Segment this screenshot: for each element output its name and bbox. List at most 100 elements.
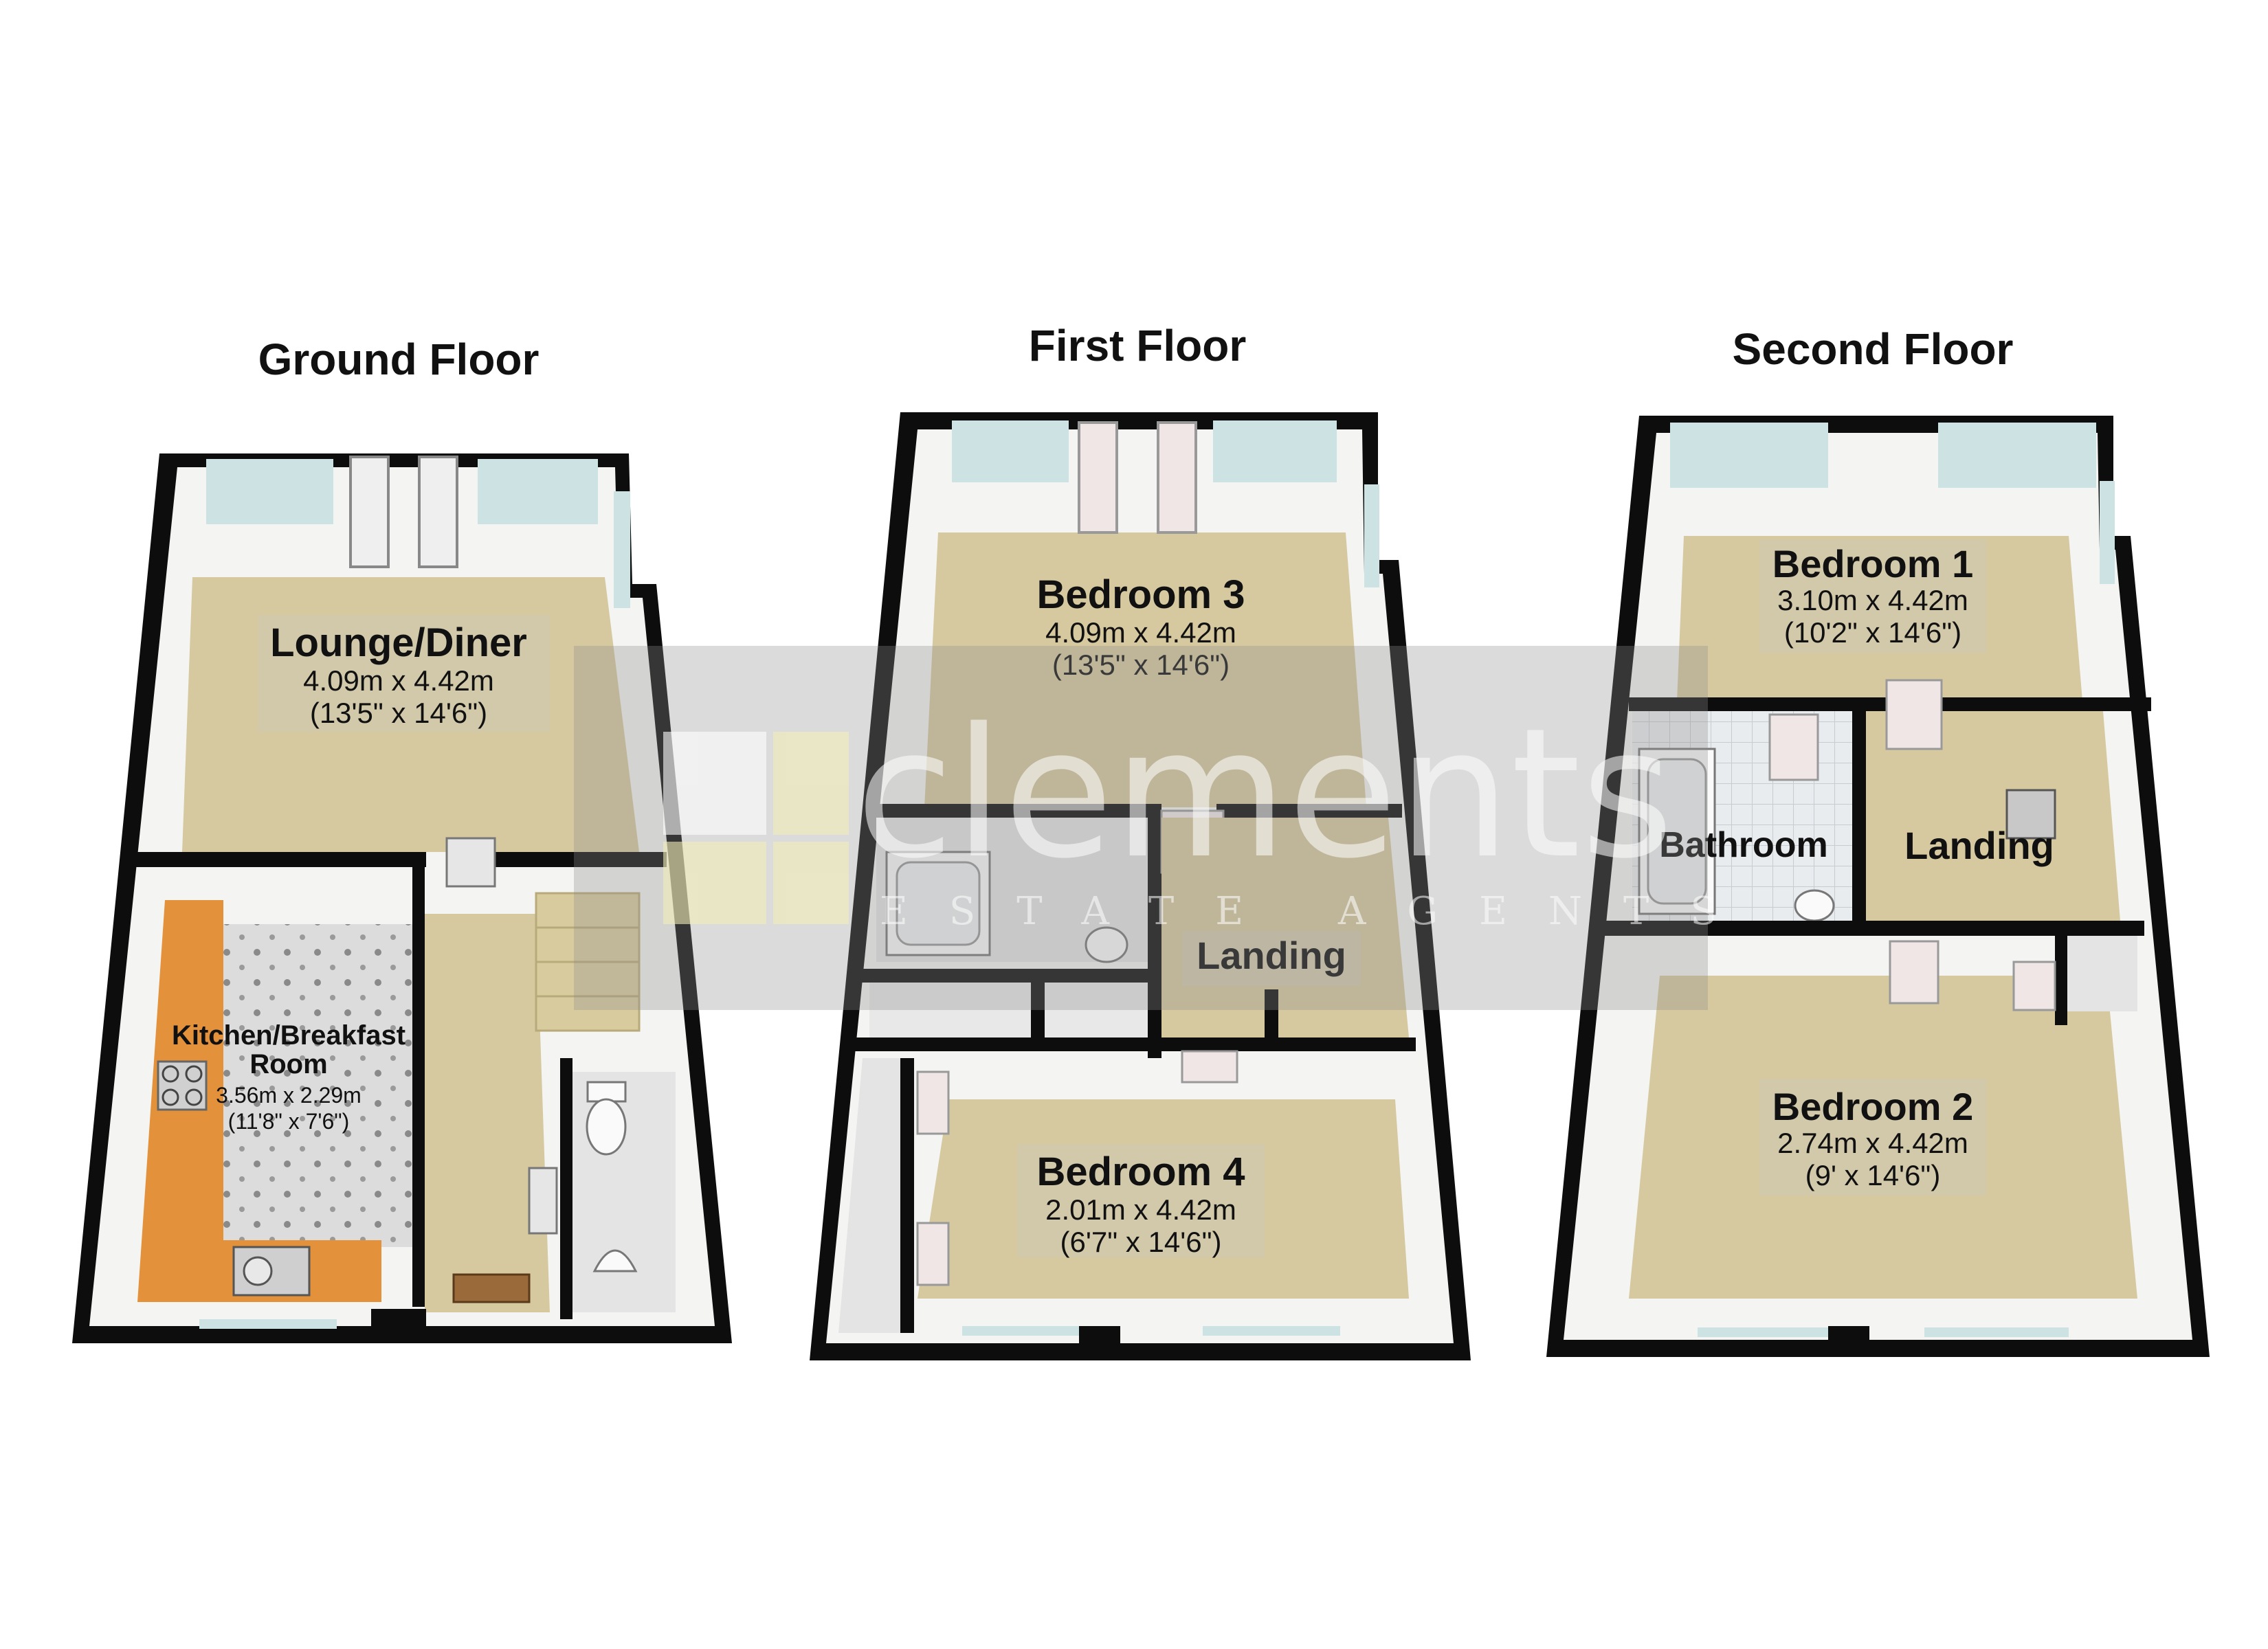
hob-icon — [157, 1060, 208, 1111]
staircase-icon — [535, 892, 641, 1032]
door-icon — [1889, 940, 1939, 1005]
room-dimensions-imperial: (10'2" x 14'6") — [1784, 616, 1961, 649]
ground-floor: Ground Floor — [72, 335, 732, 1343]
watermark-tagline: ESTATE AGENTS — [880, 889, 1758, 934]
room-dimensions-imperial: (6'7" x 14'6") — [1060, 1226, 1222, 1258]
first-floor: First Floor — [810, 321, 1471, 1360]
wall — [371, 1309, 426, 1330]
sink-icon — [232, 1246, 311, 1297]
ground-floor-title: Ground Floor — [258, 335, 540, 384]
label-background — [1017, 1144, 1265, 1257]
door-icon — [1078, 421, 1118, 534]
room-dimensions-metric: 4.09m x 4.42m — [1045, 616, 1236, 649]
window-icon — [1213, 420, 1337, 482]
room-name-landing: Landing — [1904, 824, 2054, 867]
cupboard — [1045, 983, 1148, 1044]
front-door-icon — [452, 1273, 531, 1303]
room-name-kitchen-line2: Room — [249, 1049, 327, 1079]
window-icon — [1203, 1326, 1340, 1336]
wall — [124, 852, 426, 867]
room-name-bedroom-4: Bedroom 4 — [1037, 1149, 1245, 1194]
second-floor: Second Floor — [1546, 324, 2210, 1357]
window-icon — [1924, 1327, 2069, 1337]
wall — [1601, 921, 2144, 936]
room-name-bedroom-3: Bedroom 3 — [1037, 572, 1245, 617]
toilet-icon — [586, 1081, 627, 1156]
room-name-bathroom: Bathroom — [1659, 825, 1828, 865]
second-floor-title: Second Floor — [1733, 324, 2014, 374]
window-icon — [199, 1319, 337, 1329]
wall — [2055, 936, 2067, 1025]
toilet-icon — [1085, 926, 1129, 963]
door-icon — [1885, 679, 1943, 750]
door-icon — [349, 456, 390, 568]
wall — [412, 867, 425, 1307]
window-icon — [1364, 484, 1379, 587]
watermark: clements ESTATE AGENTS — [574, 646, 1758, 1010]
window-icon — [2100, 481, 2115, 584]
label-background — [1759, 1079, 1986, 1196]
room-dimensions-metric: 4.09m x 4.42m — [303, 664, 494, 697]
bathtub-icon — [885, 851, 991, 956]
door-icon — [1157, 421, 1197, 534]
basin-icon — [592, 1249, 638, 1272]
window-icon — [952, 420, 1069, 482]
wall — [1265, 989, 1278, 1044]
label-background — [258, 615, 550, 732]
wall — [859, 969, 1161, 983]
cloakroom-wall — [560, 1058, 572, 1319]
wall — [1852, 701, 1866, 928]
room-name-landing: Landing — [1197, 934, 1346, 977]
kitchen-worktop — [137, 900, 381, 1302]
wall — [866, 804, 1161, 818]
watermark-brand: clements — [856, 691, 1674, 898]
toilet-icon — [1794, 889, 1835, 922]
door-icon — [445, 837, 496, 888]
wall — [1828, 1326, 1869, 1357]
room-name-kitchen-line1: Kitchen/Breakfast — [172, 1020, 405, 1051]
window-icon — [206, 459, 333, 524]
cupboard — [869, 983, 1031, 1037]
landing-floor — [1866, 711, 2120, 921]
room-name-lounge-diner: Lounge/Diner — [270, 620, 527, 665]
label-background — [1759, 539, 1986, 653]
cupboard — [2055, 936, 2137, 1011]
hallway-floor — [425, 914, 550, 1312]
window-icon — [478, 459, 598, 524]
window-icon — [962, 1326, 1100, 1336]
wall — [900, 1058, 914, 1333]
window-icon — [1698, 1327, 1842, 1337]
room-dimensions-imperial: (13'5" x 14'6") — [310, 697, 487, 729]
bathtub-icon — [1638, 748, 1716, 915]
room-dimensions-metric: 2.01m x 4.42m — [1045, 1193, 1236, 1226]
room-name-bedroom-1: Bedroom 1 — [1772, 542, 1974, 585]
first-floor-title: First Floor — [1029, 321, 1246, 370]
wall — [1031, 976, 1045, 1051]
room-dimensions-imperial: (9' x 14'6") — [1805, 1159, 1941, 1191]
wall — [481, 852, 667, 867]
room-dimensions-imperial: (13'5" x 14'6") — [1052, 649, 1230, 681]
window-icon — [1938, 423, 2096, 488]
room-dimensions-metric: 3.56m x 2.29m — [216, 1083, 362, 1108]
room-dimensions-metric: 3.10m x 4.42m — [1777, 584, 1968, 616]
wall — [1148, 818, 1161, 1058]
wardrobe — [838, 1058, 914, 1333]
wall — [852, 1037, 1416, 1051]
door-icon — [418, 456, 458, 568]
kitchen-floor — [206, 924, 412, 1247]
door-icon — [2012, 961, 2056, 1011]
window-icon — [1670, 423, 1828, 488]
room-dimensions-metric: 2.74m x 4.42m — [1777, 1127, 1968, 1159]
cupboard — [2005, 789, 2056, 840]
watermark-logo-icon — [663, 732, 849, 924]
label-background — [1182, 931, 1361, 986]
bedroom-3-floor — [924, 532, 1366, 807]
door-icon — [528, 1167, 558, 1235]
door-icon — [1181, 1050, 1238, 1084]
wall — [1216, 804, 1402, 818]
room-name-bedroom-2: Bedroom 2 — [1772, 1085, 1974, 1128]
cloakroom-floor — [572, 1072, 676, 1312]
wall — [1079, 1326, 1120, 1360]
door-icon — [1768, 713, 1819, 781]
